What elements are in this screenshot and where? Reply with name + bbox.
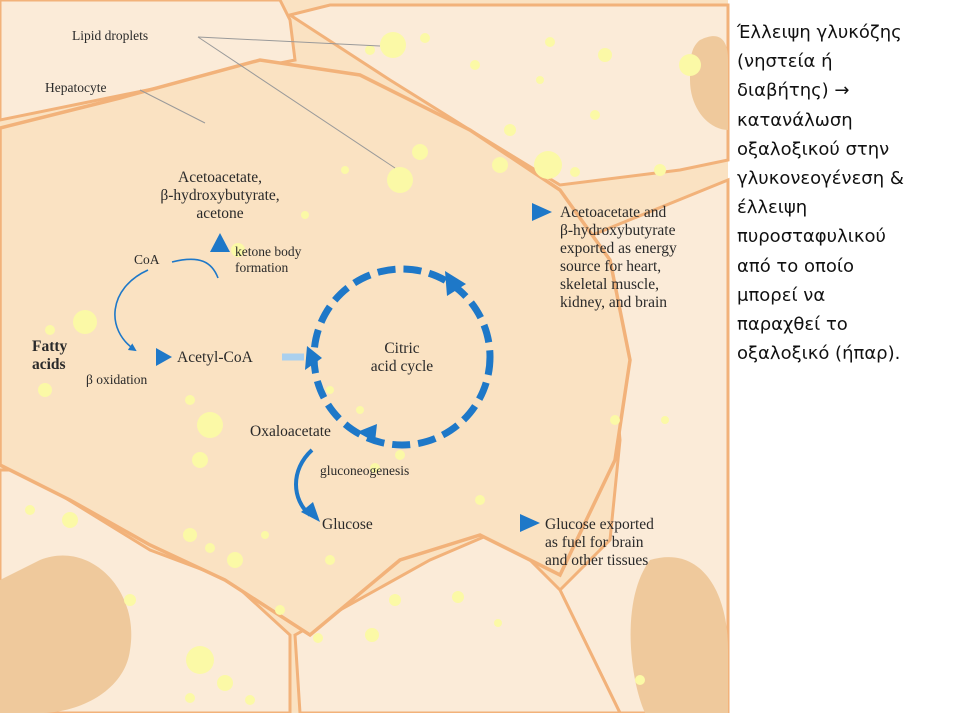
beta-oxidation-arrowhead	[156, 348, 172, 366]
label-glucose-export: Glucose exported as fuel for brain and o…	[545, 516, 654, 569]
coa-curve-arrow	[114, 269, 149, 352]
cytoplasm-blob-left	[0, 555, 132, 713]
leader-lines	[139, 36, 396, 169]
label-ketone-formation: ketone body formation	[235, 244, 302, 275]
label-beta-oxidation: β oxidation	[86, 372, 148, 387]
label-ketone-products: Acetoacetate, β-hydroxybutyrate, acetone	[160, 169, 280, 222]
label-fatty-acids: Fatty acids	[32, 338, 68, 373]
cell-topleft	[0, 0, 297, 122]
label-glucose: Glucose	[322, 516, 373, 533]
glucose-export-arrowhead	[520, 514, 540, 532]
label-oxaloacetate: Oxaloacetate	[250, 423, 331, 440]
label-ketone-export: Acetoacetate and β-hydroxybutyrate expor…	[560, 204, 677, 311]
cytoplasm-blob-right	[630, 557, 728, 713]
label-lipid-droplets: Lipid droplets	[72, 28, 149, 43]
label-acetyl-coa: Acetyl-CoA	[177, 349, 253, 366]
ketone-export-arrowhead	[532, 203, 552, 221]
ketone-formation-arrowhead	[210, 233, 230, 252]
label-gluconeogenesis: gluconeogenesis	[320, 463, 410, 478]
label-hepatocyte: Hepatocyte	[45, 80, 107, 95]
lipid-droplets	[25, 32, 701, 705]
gluconeogenesis-arrowhead	[301, 502, 320, 522]
cycle-arrowhead-left	[305, 346, 322, 370]
label-coa: CoA	[134, 252, 160, 267]
cycle-arrowhead-top	[445, 271, 466, 296]
explanatory-note: Έλλειψη γλυκόζης (νηστεία ή διαβήτης) → …	[737, 22, 904, 365]
coa-release-curve	[171, 258, 219, 279]
label-citric-acid-cycle: Citric acid cycle	[370, 340, 434, 375]
cycle-arrowhead-bottom	[357, 424, 377, 442]
hepatocyte-cell	[0, 58, 632, 638]
